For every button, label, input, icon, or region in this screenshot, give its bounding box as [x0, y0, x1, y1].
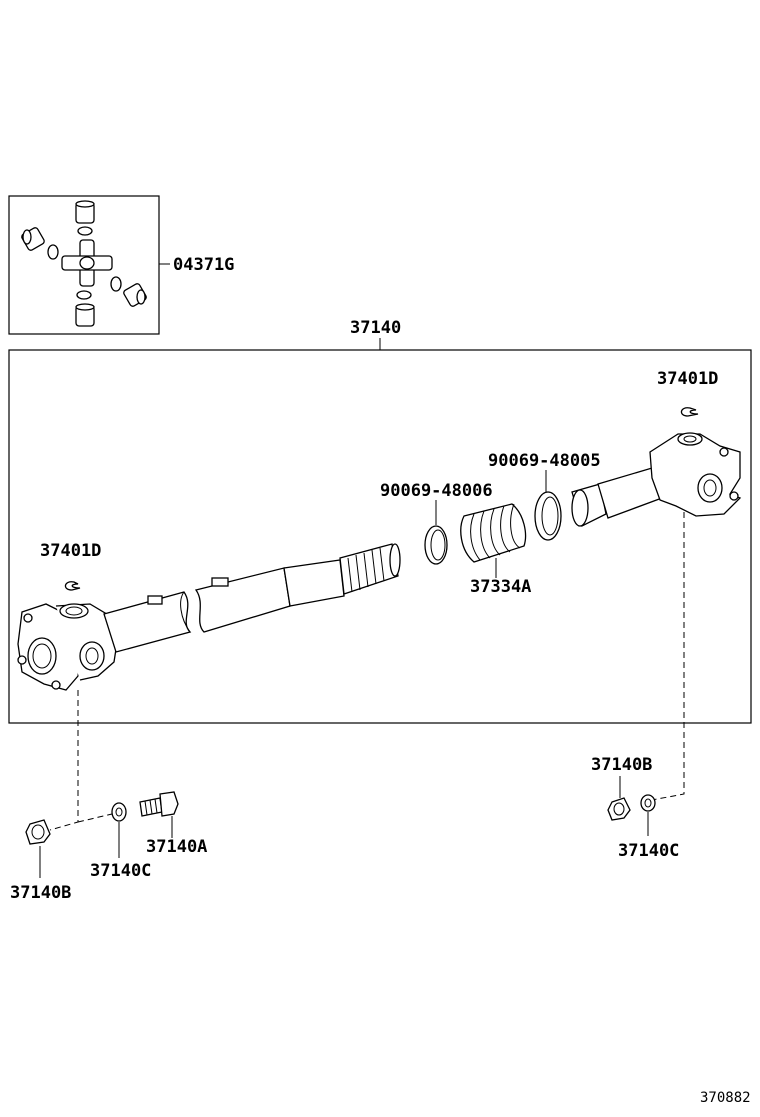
left-nut[interactable]	[25, 819, 51, 845]
label-37140c-right[interactable]: 37140C	[618, 841, 679, 861]
label-37401d-left[interactable]: 37401D	[40, 541, 101, 561]
right-nut[interactable]	[607, 797, 631, 821]
spider-kit-box	[8, 195, 160, 335]
right-snap-ring	[680, 407, 699, 417]
spider-kit-group[interactable]: 04371G	[8, 195, 234, 335]
universal-joint-spider	[61, 239, 113, 287]
label-37140a[interactable]: 37140A	[146, 837, 207, 857]
bolt[interactable]	[139, 791, 179, 817]
shaft-assembly-box	[8, 349, 752, 724]
snap-rings	[47, 226, 122, 300]
label-90069-48005[interactable]: 90069-48005	[488, 451, 601, 471]
right-washer[interactable]	[640, 794, 656, 812]
left-flange-yoke	[17, 603, 119, 691]
left-bolt-dash-line	[49, 690, 79, 831]
boot-clamp-large	[534, 491, 562, 541]
right-bolt-dash-line	[651, 512, 685, 801]
splined-shaft	[339, 543, 401, 595]
dust-boot	[460, 503, 527, 563]
label-37140[interactable]: 37140	[350, 318, 401, 338]
label-04371g[interactable]: 04371G	[173, 255, 234, 275]
label-37334a[interactable]: 37334A	[470, 577, 531, 597]
slip-yoke	[571, 432, 742, 527]
left-bolt-dash-line-2	[77, 813, 113, 823]
label-37140b-left[interactable]: 37140B	[10, 883, 71, 903]
left-snap-ring	[64, 581, 81, 591]
left-tube	[103, 591, 192, 653]
label-37140b-right[interactable]: 37140B	[591, 755, 652, 775]
bearing-cups	[21, 200, 147, 327]
figure-number: 370882	[700, 1090, 751, 1106]
label-37401d-right[interactable]: 37401D	[657, 369, 718, 389]
center-tube	[194, 559, 345, 633]
boot-clamp-small	[424, 525, 448, 565]
label-90069-48006[interactable]: 90069-48006	[380, 481, 493, 501]
label-37140c-left[interactable]: 37140C	[90, 861, 151, 881]
left-washer[interactable]	[111, 802, 127, 822]
